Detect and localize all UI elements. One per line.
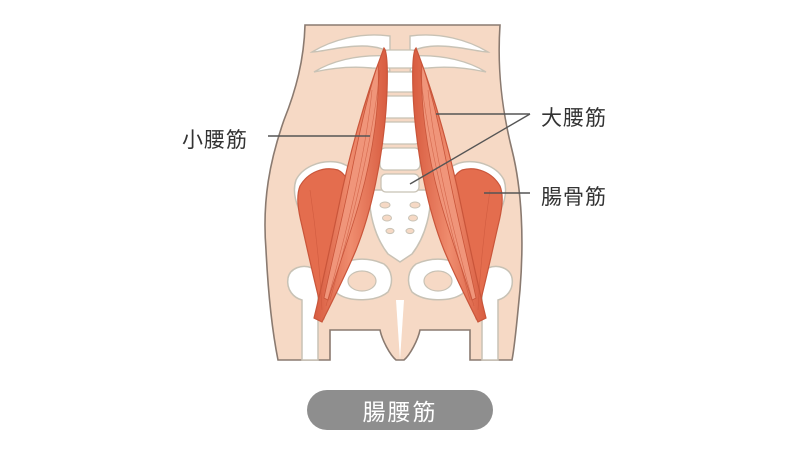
psoas-minor-right (421, 63, 477, 301)
label-iliacus: 腸骨筋 (541, 185, 607, 209)
leader-psoas-major-b (409, 113, 531, 185)
label-psoas-major: 大腰筋 (541, 106, 607, 130)
psoas-minor-left (323, 63, 379, 301)
title-text: 腸腰筋 (362, 400, 438, 426)
ribs (309, 34, 491, 74)
label-psoas-minor: 小腰筋 (182, 128, 248, 152)
title-pill: 腸腰筋 (307, 390, 493, 430)
leader-lines (268, 113, 531, 194)
lumbar-spine (379, 49, 421, 193)
leg-gap (396, 300, 404, 360)
muscle-fibers (309, 69, 491, 311)
sacral-foramina (379, 201, 421, 235)
obturator-foramen (347, 270, 453, 292)
